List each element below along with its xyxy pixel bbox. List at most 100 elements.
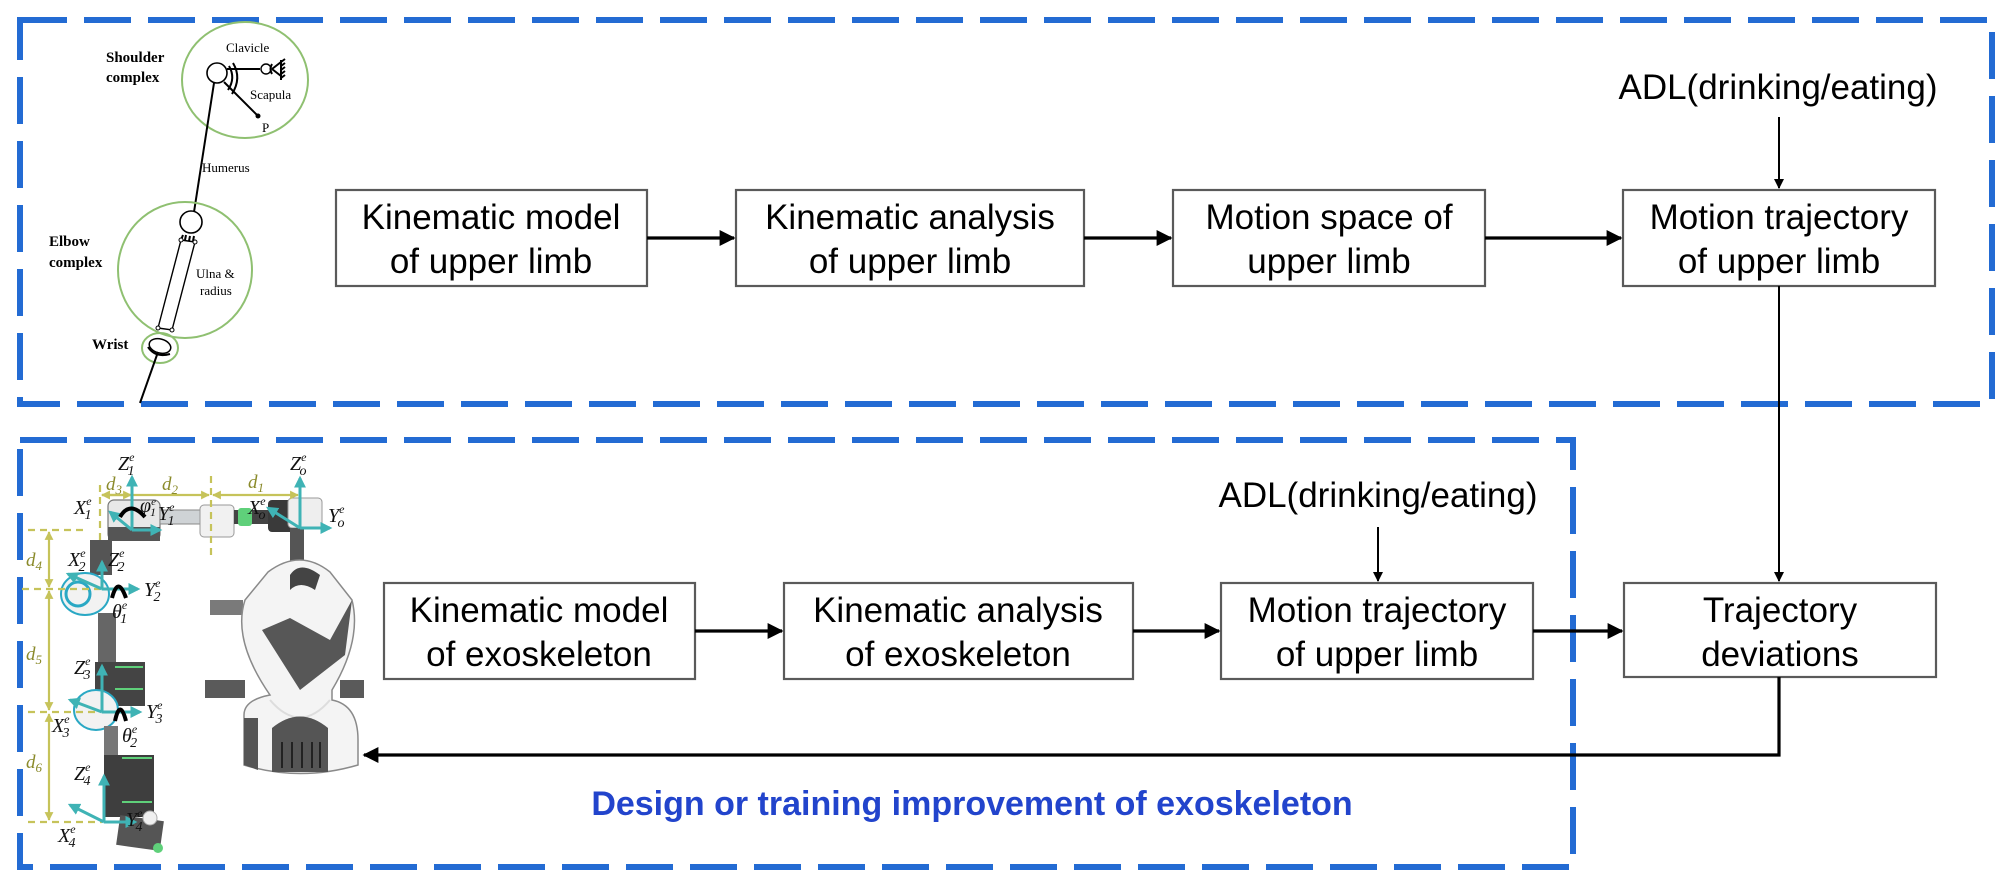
label-z2: Z xyxy=(108,549,120,571)
svg-text:Ze1: Ze1 xyxy=(118,450,135,479)
svg-text:Ze4: Ze4 xyxy=(74,760,91,789)
svg-text:of upper limb: of upper limb xyxy=(1276,635,1478,674)
svg-text:Xe2: Xe2 xyxy=(67,546,86,575)
lower-flow-row: Kinematic model of exoskeleton Kinematic… xyxy=(362,476,1938,823)
humerus-bone xyxy=(193,82,215,213)
svg-text:Xe1: Xe1 xyxy=(73,494,92,523)
svg-text:deviations: deviations xyxy=(1701,635,1859,674)
exoskeleton-frame xyxy=(17,437,1576,870)
svg-text:of upper limb: of upper limb xyxy=(390,242,592,281)
svg-text:Ye2: Ye2 xyxy=(144,576,161,605)
box-kinematic-model-exoskeleton: Kinematic model of exoskeleton xyxy=(382,581,697,681)
svg-text:Ze2: Ze2 xyxy=(108,546,125,575)
label-shoulder-complex: complex xyxy=(106,70,160,86)
svg-text:Xe4: Xe4 xyxy=(57,822,76,851)
label-x3: X xyxy=(51,715,65,737)
label-y3: Y xyxy=(146,701,159,723)
label-scapula: Scapula xyxy=(250,87,291,102)
label-zo: Z xyxy=(290,453,302,475)
label-d2: d xyxy=(162,474,172,495)
label-clavicle: Clavicle xyxy=(226,40,270,55)
svg-text:Kinematic analysis: Kinematic analysis xyxy=(765,198,1055,237)
label-theta2: θ xyxy=(122,725,132,747)
shoulder-joint xyxy=(206,62,228,84)
box-kinematic-model-upper-limb: Kinematic model of upper limb xyxy=(334,188,649,288)
label-z1: Z xyxy=(118,453,130,475)
svg-text:d5: d5 xyxy=(26,644,43,667)
svg-text:φe1: φe1 xyxy=(140,495,156,519)
label-d5: d xyxy=(26,644,36,665)
label-point-p: P xyxy=(262,120,269,135)
svg-text:Ze3: Ze3 xyxy=(74,654,91,683)
label-shoulder: Shoulder xyxy=(106,50,165,66)
svg-text:θe1: θe1 xyxy=(112,598,128,627)
improvement-caption: Design or training improvement of exoske… xyxy=(591,785,1352,823)
elbow-joint xyxy=(179,210,203,234)
svg-text:d2: d2 xyxy=(162,474,179,497)
shoulder-complex-circle xyxy=(181,21,309,139)
wrist-circle xyxy=(141,332,179,364)
label-d6: d xyxy=(26,752,36,773)
svg-text:Zeo: Zeo xyxy=(290,450,307,479)
label-xo: X xyxy=(247,497,261,519)
svg-text:of exoskeleton: of exoskeleton xyxy=(845,635,1071,674)
svg-text:Kinematic analysis: Kinematic analysis xyxy=(813,591,1103,630)
wrist-joint xyxy=(148,337,172,355)
box-trajectory-deviations: Trajectory deviations xyxy=(1622,581,1938,679)
label-humerus: Humerus xyxy=(202,160,250,175)
label-phi1: φ xyxy=(140,495,151,517)
elbow-complex-circle xyxy=(117,201,253,339)
label-theta1: θ xyxy=(112,601,122,623)
label-yo: Y xyxy=(328,505,341,527)
svg-text:Motion trajectory: Motion trajectory xyxy=(1248,591,1507,630)
svg-text:of upper limb: of upper limb xyxy=(809,242,1011,281)
svg-text:d4: d4 xyxy=(26,550,43,573)
box-motion-trajectory-upper-limb: Motion trajectory of upper limb xyxy=(1621,188,1937,288)
label-y2: Y xyxy=(144,579,157,601)
label-z4: Z xyxy=(74,763,86,785)
svg-text:d1: d1 xyxy=(248,472,264,495)
label-wrist: Wrist xyxy=(92,337,128,353)
box-kinematic-analysis-upper-limb: Kinematic analysis of upper limb xyxy=(734,188,1086,288)
forearm-bones xyxy=(157,239,196,331)
adl-input-lower: ADL(drinking/eating) xyxy=(1218,476,1537,515)
svg-text:Xe3: Xe3 xyxy=(51,712,70,741)
svg-text:Ye1: Ye1 xyxy=(158,500,175,529)
feedback-arrow xyxy=(362,677,1781,763)
upper-limb-anatomy-sketch: Clavicle Scapula P Shoulder complex Hume… xyxy=(49,21,309,404)
label-d4: d xyxy=(26,550,36,571)
svg-text:Motion space of: Motion space of xyxy=(1205,198,1452,237)
hand-line xyxy=(139,351,159,404)
svg-text:Yeo: Yeo xyxy=(328,502,345,531)
label-radius: radius xyxy=(200,283,232,298)
upper-limb-frame xyxy=(17,17,1995,407)
label-z3: Z xyxy=(74,657,86,679)
label-x1: X xyxy=(73,497,87,519)
label-elbow: Elbow xyxy=(49,234,90,250)
svg-text:Ye3: Ye3 xyxy=(146,698,163,727)
svg-text:Trajectory: Trajectory xyxy=(1703,591,1858,630)
svg-text:d6: d6 xyxy=(26,752,43,775)
label-x2: X xyxy=(67,549,81,571)
svg-text:of exoskeleton: of exoskeleton xyxy=(426,635,652,674)
label-d1: d xyxy=(248,472,258,493)
svg-text:Kinematic model: Kinematic model xyxy=(362,198,621,237)
label-x4: X xyxy=(57,825,71,847)
label-elbow-complex: complex xyxy=(49,255,103,271)
box-kinematic-analysis-exoskeleton: Kinematic analysis of exoskeleton xyxy=(782,581,1135,681)
label-ulna: Ulna & xyxy=(196,266,235,281)
svg-text:upper limb: upper limb xyxy=(1247,242,1410,281)
label-y1: Y xyxy=(158,503,171,525)
upper-flow-row: Kinematic model of upper limb Kinematic … xyxy=(334,68,1938,288)
label-d3: d xyxy=(106,474,116,495)
adl-input-upper: ADL(drinking/eating) xyxy=(1618,68,1937,107)
svg-text:of upper limb: of upper limb xyxy=(1678,242,1880,281)
svg-text:Xeo: Xeo xyxy=(247,494,266,523)
label-y4: Y xyxy=(126,809,139,831)
svg-text:d3: d3 xyxy=(106,474,123,497)
svg-text:Ye4: Ye4 xyxy=(126,806,143,835)
box-motion-trajectory-exoskeleton: Motion trajectory of upper limb xyxy=(1219,581,1535,681)
svg-text:Kinematic model: Kinematic model xyxy=(410,591,669,630)
